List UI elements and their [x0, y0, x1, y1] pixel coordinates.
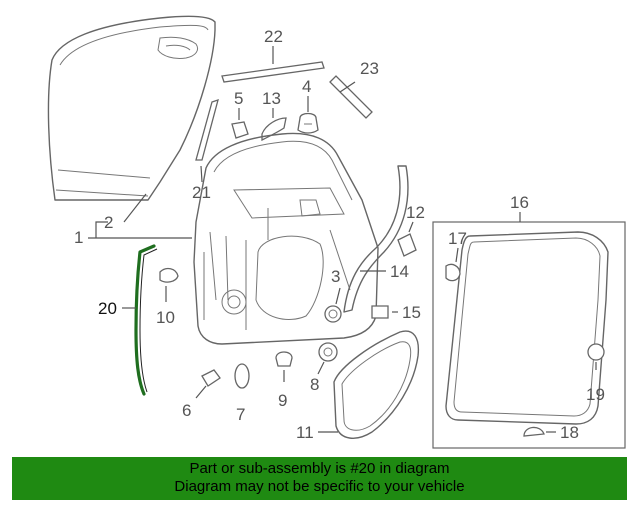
part-11-hole-cover [318, 330, 420, 439]
part-17-clip [445, 263, 461, 282]
callout-16: 16 [510, 193, 529, 212]
part-12-cap [397, 221, 417, 257]
callout-8: 8 [310, 375, 319, 394]
parts-diagram: 1 2 3 4 5 6 7 8 9 10 11 12 13 14 15 16 1… [47, 15, 626, 449]
callout-2: 2 [104, 213, 113, 232]
part-22-belt-moulding [221, 46, 325, 83]
callout-21: 21 [192, 183, 211, 202]
callout-22: 22 [264, 27, 283, 46]
rear-door-frame [193, 132, 379, 345]
part-16-box [432, 212, 626, 449]
callout-17: 17 [448, 229, 467, 248]
callout-14: 14 [390, 262, 409, 281]
callout-11: 11 [296, 423, 314, 442]
callout-1: 1 [74, 228, 83, 247]
part-20-weatherstrip [122, 244, 158, 396]
part-10-clip [159, 267, 179, 302]
callout-15: 15 [402, 303, 421, 322]
callout-7: 7 [236, 405, 245, 424]
part-15-fastener [371, 305, 398, 319]
part-21-strip [195, 99, 219, 183]
callout-5: 5 [234, 89, 243, 108]
part-19-clip [587, 343, 605, 361]
callout-20: 20 [98, 299, 117, 318]
callout-3: 3 [331, 267, 340, 286]
callout-9: 9 [278, 391, 287, 410]
door-outer-panel [47, 15, 216, 201]
callout-12: 12 [406, 203, 425, 222]
part-14-channel [343, 165, 409, 313]
part-9-grommet [275, 351, 293, 382]
callout-13: 13 [262, 89, 281, 108]
callout-10: 10 [156, 308, 175, 327]
callout-4: 4 [302, 77, 311, 96]
callout-6: 6 [182, 401, 191, 420]
part-7-cap [234, 363, 250, 389]
part-18-clip [523, 426, 545, 437]
part-23-moulding [329, 75, 373, 119]
banner-line-1: Part or sub-assembly is #20 in diagram [189, 460, 450, 477]
part-13-cover [261, 108, 287, 142]
callout-18: 18 [560, 423, 579, 442]
part-6-clip [195, 369, 221, 399]
callout-1-2-bracket [88, 221, 192, 239]
part-8-plug [317, 342, 338, 375]
part-4-clip [297, 96, 319, 134]
callout-19: 19 [586, 385, 605, 404]
callout-23: 23 [360, 59, 379, 78]
banner-line-2: Diagram may not be specific to your vehi… [174, 478, 465, 495]
part-info-banner: Part or sub-assembly is #20 in diagram D… [12, 457, 627, 500]
part-5-clip [231, 108, 249, 139]
part-3-grommet [324, 287, 342, 323]
